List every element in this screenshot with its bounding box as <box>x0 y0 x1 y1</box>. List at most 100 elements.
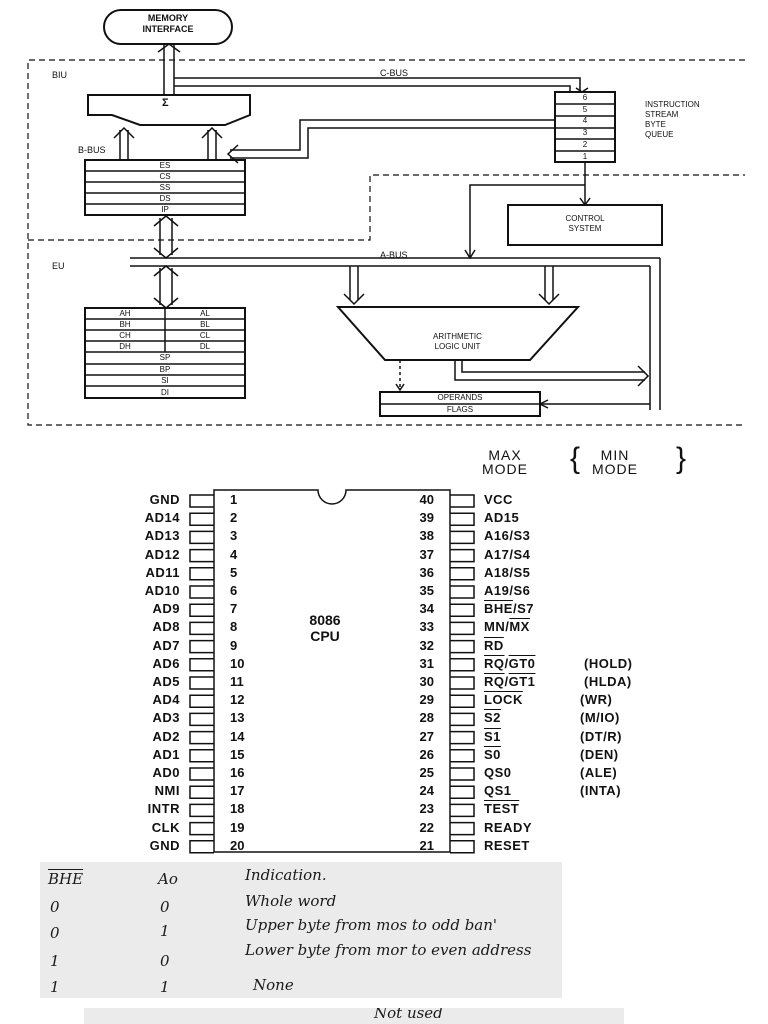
hw-fragment-text: Not used <box>374 1008 443 1022</box>
pin-33-name: MN/MX <box>484 619 530 635</box>
pin-17-lead <box>189 785 214 799</box>
queue-slot: 5 <box>582 104 588 114</box>
pin-5-lead <box>189 567 214 581</box>
block-diagram <box>27 9 745 426</box>
pin-35-lead <box>450 585 475 599</box>
pin-11-lead <box>189 676 214 690</box>
pin-27-name: S1 <box>484 728 501 744</box>
pin-13-lead <box>189 712 214 727</box>
reg-ch: CH <box>119 331 131 340</box>
reg-cs: CS <box>159 172 171 181</box>
pin-19-name: CLK <box>151 819 180 835</box>
pin-35-name: A19/S6 <box>484 583 531 598</box>
pin-24-name: QS1 <box>484 783 512 799</box>
pin-21-number: 21 <box>419 837 434 853</box>
pin-15-number: 15 <box>230 746 245 762</box>
pin-36-name: A18/S5 <box>484 564 531 580</box>
pin-25-lead <box>450 767 475 781</box>
pin-40-number: 40 <box>419 492 434 507</box>
pin-32-number: 32 <box>419 637 434 653</box>
max-mode-label: MAX MODE <box>482 448 528 476</box>
pin-8-number: 8 <box>230 619 238 635</box>
chip-label-cpu: CPU <box>310 628 340 644</box>
pin-20-number: 20 <box>230 837 245 853</box>
chip-outline <box>189 489 475 854</box>
hw-row3-bhe: 1 <box>50 952 60 970</box>
control-line1: CONTROL <box>565 214 605 223</box>
pin-38-name: A16/S3 <box>484 528 531 544</box>
reg-row-c: CH CL <box>85 330 245 341</box>
pin-2-name: AD14 <box>144 510 180 526</box>
segment-registers: ES CS SS DS IP <box>85 160 245 215</box>
pin-29-number: 29 <box>419 692 434 708</box>
hw-row2-a0: 1 <box>160 922 170 940</box>
pin-23-name: TEST <box>484 801 520 817</box>
reg-ss: SS <box>159 183 171 192</box>
pin-2-number: 2 <box>230 510 238 526</box>
pin-12-name: AD4 <box>152 692 180 708</box>
reg-bp: BP <box>159 364 171 374</box>
hw-header-indication: Indication. <box>245 866 327 884</box>
pin-4-name: AD12 <box>144 546 180 562</box>
reg-row-b: BH BL <box>85 319 245 330</box>
control-system-label: CONTROL SYSTEM <box>508 214 662 234</box>
hw-row4-bhe: 1 <box>50 978 60 996</box>
pin-28-min-mode: (M/IO) <box>580 710 620 726</box>
pin-40-lead <box>450 494 475 508</box>
pin-20-lead <box>189 840 214 854</box>
eu-label: EU <box>52 261 65 271</box>
pin-35-number: 35 <box>419 583 434 598</box>
a-bus-label: A-BUS <box>380 250 408 260</box>
pin-36-lead <box>450 567 475 581</box>
pin-10-number: 10 <box>230 655 245 671</box>
pin-25-name: QS0 <box>484 765 512 780</box>
pin-34-number: 34 <box>419 601 434 617</box>
reg-dl: DL <box>199 342 211 351</box>
hw-row1-a0: 0 <box>160 898 170 916</box>
pin-27-min-mode: (DT/R) <box>580 728 622 744</box>
max-mode-line2: MODE <box>482 461 528 477</box>
pin-30-number: 30 <box>419 674 434 689</box>
pin-31-min-mode: (HOLD) <box>584 655 633 671</box>
hw-row2-desc: Upper byte from mos to odd ban' <box>245 916 498 934</box>
pin-13-name: AD3 <box>152 710 180 726</box>
pin-3-name: AD13 <box>144 528 180 544</box>
reg-es: ES <box>159 161 171 170</box>
b-bus-label: B-BUS <box>78 145 106 155</box>
hw-row4-desc: None <box>253 976 294 994</box>
pin-34-name: BHE/S7 <box>484 601 534 617</box>
pin-33-number: 33 <box>419 619 434 635</box>
min-mode-line2: MODE <box>592 461 638 477</box>
pin-36-number: 36 <box>419 564 434 580</box>
reg-row-a: AH AL <box>85 308 245 319</box>
pin-3-number: 3 <box>230 528 238 544</box>
pin-9-name: AD7 <box>152 637 180 653</box>
pin-6-number: 6 <box>230 583 238 598</box>
pin-39-number: 39 <box>419 510 434 526</box>
instruction-queue: 6 5 4 3 2 1 <box>555 92 615 162</box>
pin-30-min-mode: (HLDA) <box>584 674 632 689</box>
biu-label: BIU <box>52 70 68 80</box>
pin-16-lead <box>189 767 214 781</box>
reg-cl: CL <box>199 331 211 340</box>
pin-28-number: 28 <box>419 710 434 726</box>
pin-16-number: 16 <box>230 765 245 780</box>
queue-slot: 1 <box>582 151 588 161</box>
queue-slot: 3 <box>582 128 588 138</box>
pin-22-name: READY <box>484 819 533 835</box>
pin-10-name: AD6 <box>152 655 180 671</box>
queue-desc-line: QUEUE <box>645 130 674 139</box>
chip-label: 8086 CPU <box>285 612 365 644</box>
handwritten-fragment: Not used <box>84 1008 624 1024</box>
pin-32-lead <box>450 639 475 654</box>
hw-row1-bhe: 0 <box>50 898 60 916</box>
pin-33-lead <box>450 621 475 636</box>
pin-5-name: AD11 <box>145 564 180 580</box>
hw-row3-a0: 0 <box>160 952 170 970</box>
pin-20-name: GND <box>149 837 180 853</box>
handwritten-table: BHE Ao Indication. 0 0 Whole word 0 1 Up… <box>40 862 562 998</box>
queue-slot: 2 <box>582 139 588 149</box>
pin-30-name: RQ/GT1 <box>484 674 536 689</box>
pin-14-number: 14 <box>230 728 245 744</box>
pin-7-lead <box>189 603 214 617</box>
